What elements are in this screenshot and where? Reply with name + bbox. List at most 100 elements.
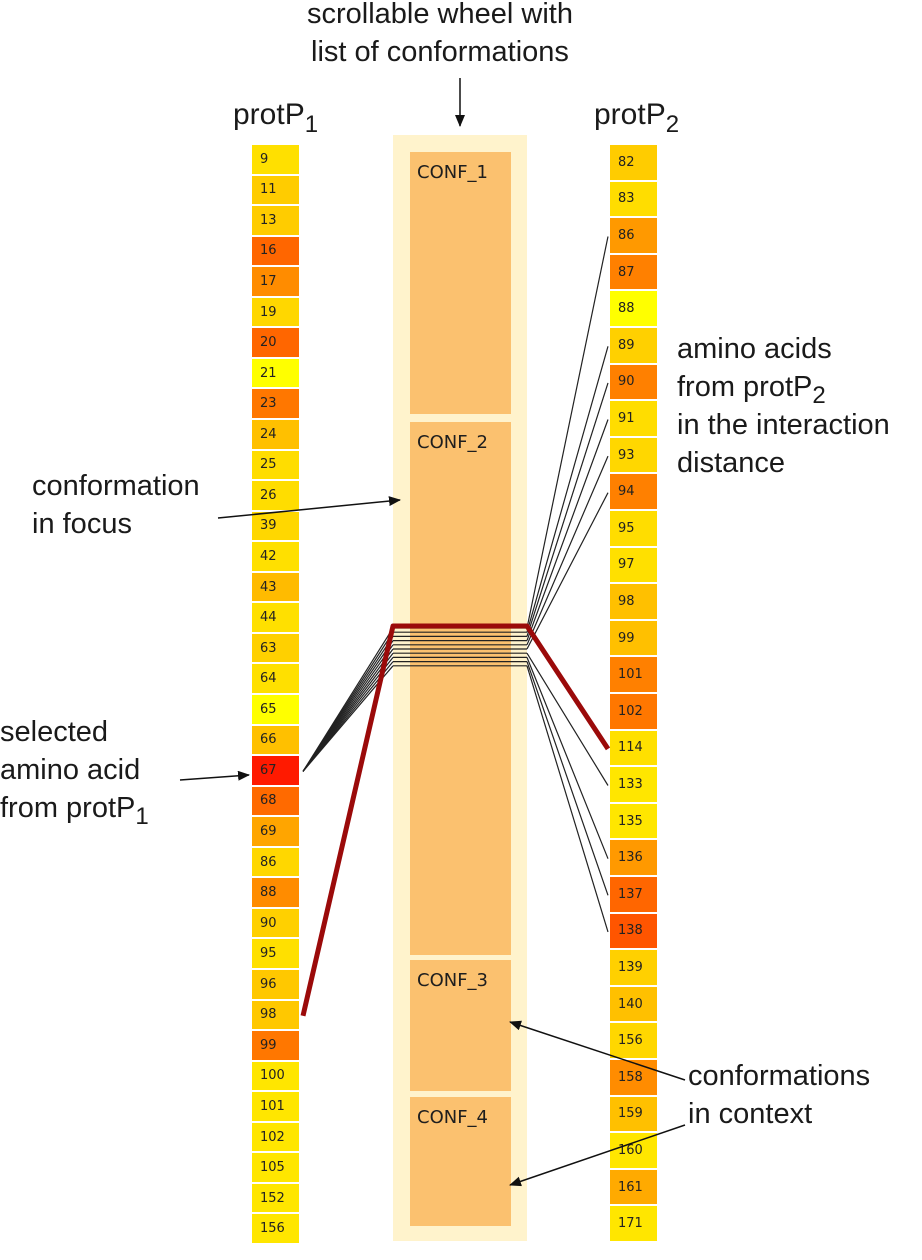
- selected-arrow: [179, 770, 250, 781]
- protP1-residue-66[interactable]: 66: [252, 725, 299, 757]
- protP1-residue-17[interactable]: 17: [252, 267, 299, 298]
- conf-2-block[interactable]: CONF_2: [410, 422, 511, 955]
- protP2-residue-83[interactable]: 83: [610, 181, 657, 219]
- protP2-residue-138[interactable]: 138: [610, 913, 657, 951]
- protP1-residue-67[interactable]: 67: [252, 756, 299, 787]
- protP1-residue-23[interactable]: 23: [252, 389, 299, 420]
- protP1-residue-42[interactable]: 42: [252, 542, 299, 573]
- protP2-residue-91[interactable]: 91: [610, 401, 657, 438]
- protP1-residue-20[interactable]: 20: [252, 328, 299, 359]
- protP1-residue-101[interactable]: 101: [252, 1092, 299, 1123]
- protP2-residue-158[interactable]: 158: [610, 1060, 657, 1097]
- protP2-residue-102[interactable]: 102: [610, 694, 657, 731]
- protP2-residue-133[interactable]: 133: [610, 767, 657, 804]
- context-arrow-conf4: [509, 1124, 686, 1187]
- protP1-residue-90[interactable]: 90: [252, 908, 299, 940]
- protP2-residue-90[interactable]: 90: [610, 364, 657, 402]
- protP2-header-sub: 2: [665, 111, 680, 138]
- protP1-residue-68[interactable]: 68: [252, 786, 299, 818]
- selected-line3: from protP1: [0, 789, 149, 830]
- protP2-residue-89[interactable]: 89: [610, 328, 657, 365]
- protP2-residue-137[interactable]: 137: [610, 877, 657, 914]
- selected-line3-sub: 1: [135, 803, 149, 830]
- protP2-link-line: [526, 346, 609, 633]
- protP2-link-line: [526, 419, 609, 641]
- conf-4-label: CONF_4: [417, 1107, 489, 1128]
- context-line2: in context: [688, 1098, 813, 1130]
- conf-3-label: CONF_3: [417, 970, 489, 991]
- context-line1: conformations: [688, 1060, 871, 1092]
- conformation-wheel[interactable]: CONF_1 CONF_2 CONF_3 CONF_4: [393, 135, 527, 1241]
- protP2-link-line: [526, 665, 609, 933]
- protP2-residue-86[interactable]: 86: [610, 218, 657, 255]
- protP2-residue-156[interactable]: 156: [610, 1023, 657, 1060]
- protP2-residue-114[interactable]: 114: [610, 730, 657, 768]
- protP1-residue-24[interactable]: 24: [252, 420, 299, 451]
- protP2-residue-87[interactable]: 87: [610, 254, 657, 292]
- protP1-residue-13[interactable]: 13: [252, 206, 299, 237]
- conf-3-block[interactable]: CONF_3: [410, 960, 511, 1091]
- protP1-residue-86[interactable]: 86: [252, 847, 299, 879]
- wheel-title-line2: list of conformations: [311, 36, 569, 68]
- protP2-residue-161[interactable]: 161: [610, 1169, 657, 1207]
- protP2-link-line: [526, 236, 609, 629]
- protP1-residue-44[interactable]: 44: [252, 603, 299, 634]
- protP2-residue-95[interactable]: 95: [610, 511, 657, 548]
- protP1-residue-11[interactable]: 11: [252, 175, 299, 207]
- context-annotation: conformations in context: [688, 1057, 870, 1133]
- protP2-residue-88[interactable]: 88: [610, 291, 657, 328]
- protP1-residue-25[interactable]: 25: [252, 450, 299, 482]
- protP2-link-line: [526, 382, 609, 637]
- protP1-residue-43[interactable]: 43: [252, 572, 299, 604]
- protP1-residue-156[interactable]: 156: [252, 1214, 299, 1245]
- protP1-residue-69[interactable]: 69: [252, 817, 299, 848]
- protP2-residue-94[interactable]: 94: [610, 474, 657, 511]
- protP1-residue-16[interactable]: 16: [252, 236, 299, 268]
- protP1-residue-105[interactable]: 105: [252, 1153, 299, 1184]
- protP2-residue-160[interactable]: 160: [610, 1133, 657, 1170]
- protP2-residue-135[interactable]: 135: [610, 803, 657, 841]
- protP1-residue-102[interactable]: 102: [252, 1122, 299, 1154]
- protP2-residue-159[interactable]: 159: [610, 1096, 657, 1134]
- amino-line2: from protP2: [677, 368, 890, 408]
- protP1-residue-26[interactable]: 26: [252, 481, 299, 512]
- protP2-residue-98[interactable]: 98: [610, 584, 657, 621]
- protP1-residue-39[interactable]: 39: [252, 511, 299, 543]
- conf-4-block[interactable]: CONF_4: [410, 1097, 511, 1226]
- protP1-residue-21[interactable]: 21: [252, 358, 299, 390]
- protP2-residue-93[interactable]: 93: [610, 437, 657, 475]
- protP2-link-line: [526, 492, 609, 650]
- protP1-residue-19[interactable]: 19: [252, 297, 299, 329]
- focus-annotation: conformation in focus: [32, 467, 200, 543]
- context-arrow-conf3: [509, 1020, 686, 1081]
- protP1-residue-152[interactable]: 152: [252, 1183, 299, 1215]
- protP2-residue-101[interactable]: 101: [610, 657, 657, 694]
- amino-line4: distance: [677, 447, 786, 479]
- protP2-residue-171[interactable]: 171: [610, 1206, 657, 1243]
- protP2-residue-136[interactable]: 136: [610, 840, 657, 877]
- protP1-residue-100[interactable]: 100: [252, 1061, 299, 1093]
- protP1-residue-88[interactable]: 88: [252, 878, 299, 909]
- protP1-residue-96[interactable]: 96: [252, 970, 299, 1001]
- protP2-residue-97[interactable]: 97: [610, 547, 657, 585]
- protP2-link-line: [526, 455, 609, 646]
- protP2-residue-82[interactable]: 82: [610, 145, 657, 182]
- conf-1-block[interactable]: CONF_1: [410, 152, 511, 414]
- protP2-header: protP2: [594, 98, 679, 137]
- protP1-residue-99[interactable]: 99: [252, 1031, 299, 1062]
- protP1-residue-95[interactable]: 95: [252, 939, 299, 970]
- protP1-header-sub: 1: [304, 111, 319, 138]
- protP1-residue-65[interactable]: 65: [252, 695, 299, 726]
- protP1-residue-98[interactable]: 98: [252, 1000, 299, 1032]
- protP2-residue-99[interactable]: 99: [610, 620, 657, 658]
- protP1-residue-9[interactable]: 9: [252, 145, 299, 176]
- protP1-residue-63[interactable]: 63: [252, 633, 299, 665]
- selected-line1: selected: [0, 716, 109, 748]
- protP2-link-line: [526, 661, 609, 896]
- protP1-residue-64[interactable]: 64: [252, 664, 299, 695]
- protP2-residue-139[interactable]: 139: [610, 950, 657, 987]
- protP2-residue-140[interactable]: 140: [610, 986, 657, 1024]
